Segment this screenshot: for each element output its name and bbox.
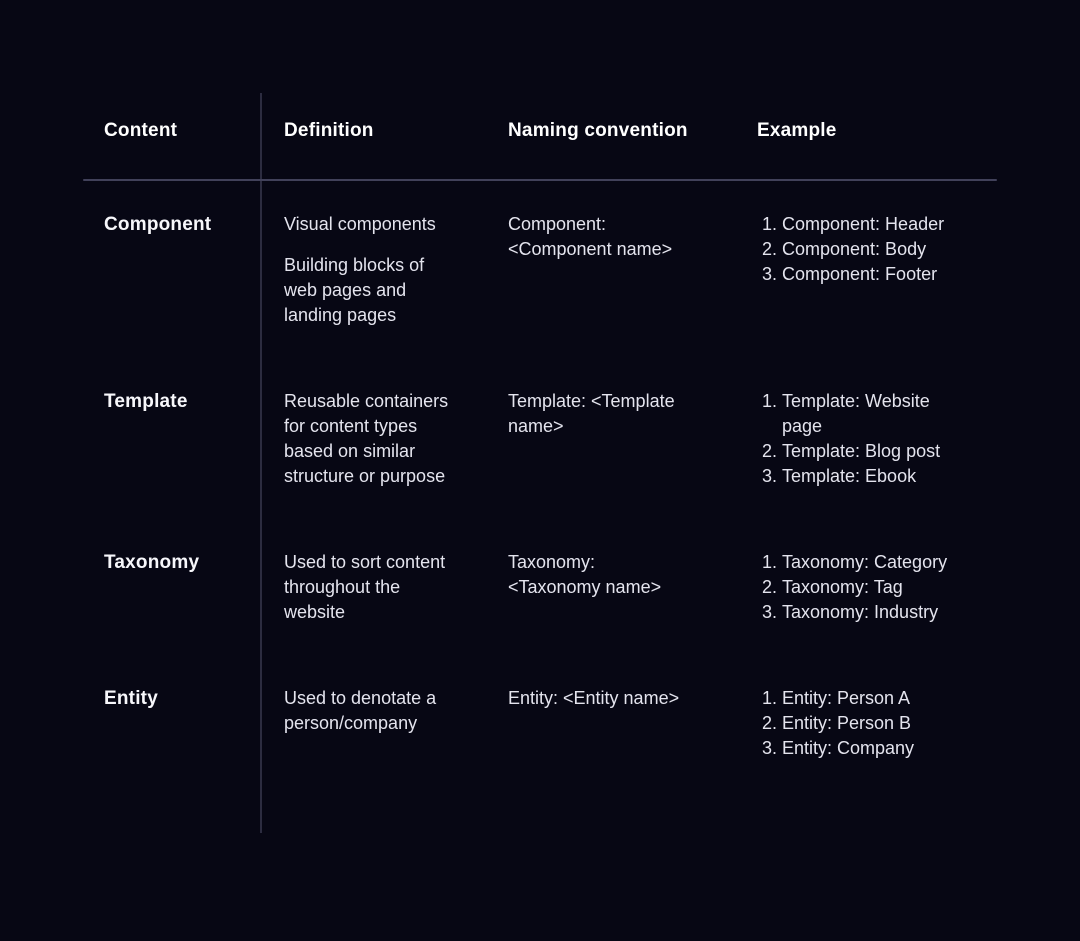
example-item: Component: Body — [782, 237, 973, 262]
table-row: Taxonomy Used to sort content throughout… — [104, 550, 997, 625]
example-cell: Entity: Person AEntity: Person BEntity: … — [757, 686, 997, 761]
example-cell: Template: Website pageTemplate: Blog pos… — [757, 389, 997, 489]
row-title: Entity — [104, 688, 158, 709]
naming-line: Entity: <Entity name> — [508, 688, 680, 708]
table-row: Entity Used to denotate a person/company… — [104, 686, 997, 761]
column-header-naming-convention: Naming convention — [508, 120, 688, 141]
row-title: Component — [104, 214, 212, 235]
definition-paragraph: Used to denotate a person/company — [284, 688, 437, 733]
definition-cell: Reusable containers for content types ba… — [284, 389, 508, 489]
example-item: Component: Footer — [782, 262, 973, 287]
example-item: Component: Header — [782, 212, 973, 237]
example-item: Entity: Person B — [782, 711, 973, 736]
naming-line: Component: — [508, 214, 607, 234]
row-title: Taxonomy — [104, 552, 200, 573]
definition-paragraph: Used to sort content throughout the webs… — [284, 552, 446, 622]
example-item: Taxonomy: Category — [782, 550, 973, 575]
table-header-row: Content Definition Naming convention Exa… — [104, 118, 997, 144]
example-item: Entity: Company — [782, 736, 973, 761]
naming-line: <Component name> — [508, 239, 673, 259]
naming-convention-cell: Taxonomy: <Taxonomy name> — [508, 550, 757, 600]
naming-convention-cell: Entity: <Entity name> — [508, 686, 757, 711]
definition-cell: Used to denotate a person/company — [284, 686, 508, 736]
header-divider — [83, 179, 997, 181]
naming-line: Taxonomy: — [508, 552, 596, 572]
column-header-content: Content — [104, 120, 178, 141]
example-list: Template: Website pageTemplate: Blog pos… — [757, 389, 973, 489]
row-title: Template — [104, 391, 188, 412]
definition-paragraph: Visual components — [284, 214, 436, 234]
example-cell: Component: HeaderComponent: BodyComponen… — [757, 212, 997, 287]
example-item: Taxonomy: Tag — [782, 575, 973, 600]
table-row: Template Reusable containers for content… — [104, 389, 997, 489]
example-item: Template: Blog post — [782, 439, 973, 464]
example-cell: Taxonomy: CategoryTaxonomy: TagTaxonomy:… — [757, 550, 997, 625]
example-list: Component: HeaderComponent: BodyComponen… — [757, 212, 973, 287]
naming-line: name> — [508, 416, 564, 436]
example-item: Taxonomy: Industry — [782, 600, 973, 625]
column-header-example: Example — [757, 120, 837, 141]
example-list: Taxonomy: CategoryTaxonomy: TagTaxonomy:… — [757, 550, 973, 625]
vertical-divider — [260, 93, 262, 833]
definition-paragraph: Building blocks of web pages and landing… — [284, 255, 425, 325]
example-item: Entity: Person A — [782, 686, 973, 711]
naming-convention-cell: Template: <Template name> — [508, 389, 757, 439]
naming-line: <Taxonomy name> — [508, 577, 662, 597]
example-item: Template: Ebook — [782, 464, 973, 489]
column-header-definition: Definition — [284, 120, 374, 141]
example-list: Entity: Person AEntity: Person BEntity: … — [757, 686, 973, 761]
naming-line: Template: <Template — [508, 391, 675, 411]
definition-paragraph: Reusable containers for content types ba… — [284, 391, 449, 486]
naming-convention-cell: Component: <Component name> — [508, 212, 757, 262]
content-naming-table: Content Definition Naming convention Exa… — [104, 118, 997, 761]
definition-cell: Used to sort content throughout the webs… — [284, 550, 508, 625]
example-item: Template: Website page — [782, 389, 973, 439]
